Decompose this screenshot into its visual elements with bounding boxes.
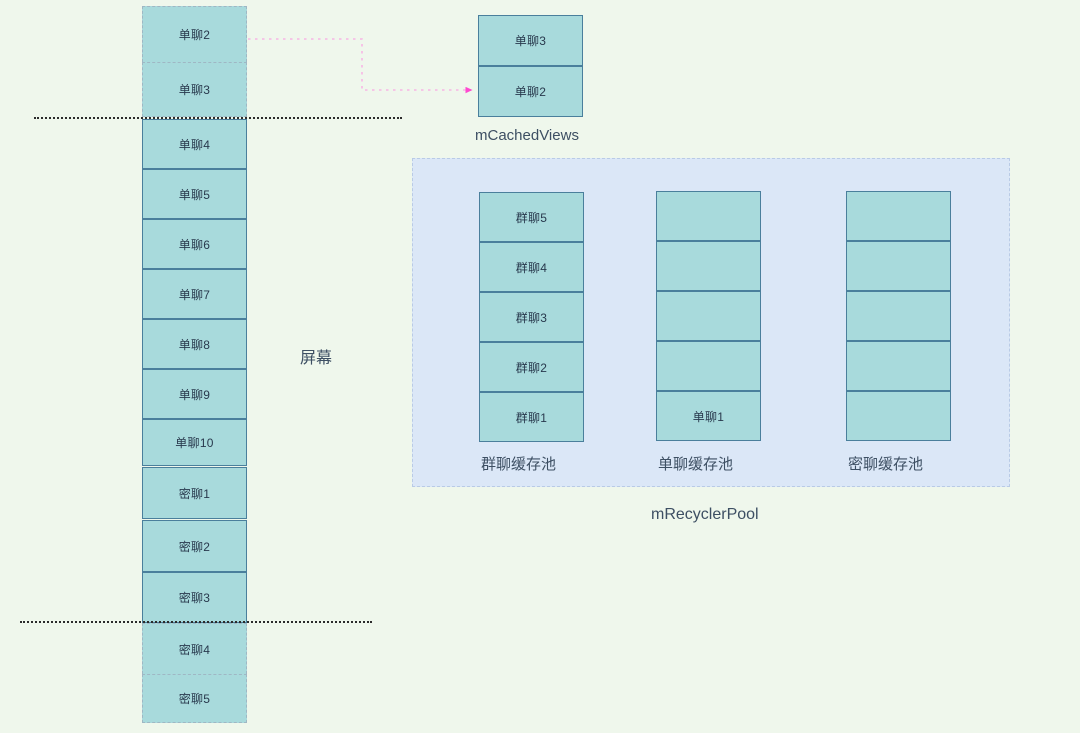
offscreen-bottom-item-0: 密聊4 [142,623,247,674]
pool-item-g-3: 群聊2 [479,342,584,392]
cell-label: 密聊5 [178,692,211,706]
pool-item-g-4: 群聊1 [479,392,584,442]
screen-item-8: 密聊2 [142,520,247,572]
pool-item-m-1 [846,241,951,291]
pool-column-label-group-chat: 群聊缓存池 [481,456,557,473]
screen-item-9: 密聊3 [142,572,247,623]
viewport-top-guide [34,117,402,119]
cell-label: 群聊2 [515,360,548,375]
pool-column-single-chat: 单聊1 [656,191,761,441]
cell-label: 单聊3 [514,34,547,48]
screen-item-0: 单聊4 [142,119,247,169]
pool-item-s-2 [656,291,761,341]
pool-item-s-4: 单聊1 [656,391,761,441]
cell-label: 单聊10 [175,436,214,450]
cell-label: 群聊3 [515,310,548,325]
screen-column: 单聊2 单聊3 单聊4 单聊5 单聊6 单聊7 单聊8 单聊9 单聊10 密聊1 [142,0,247,733]
cell-label: 单聊4 [178,137,211,152]
offscreen-bottom-item-1: 密聊5 [142,674,247,723]
pool-item-m-0 [846,191,951,241]
pool-column-label-secret-chat: 密聊缓存池 [848,456,924,473]
screen-item-6: 单聊10 [142,419,247,466]
cached-views-label: mCachedViews [475,127,579,144]
screen-item-7: 密聊1 [142,467,247,519]
cell-label: 密聊4 [178,642,211,657]
offscreen-top-item-1: 单聊3 [142,62,247,117]
pool-column-label-single-chat: 单聊缓存池 [658,456,734,473]
cached-views-column: 单聊3 单聊2 [478,15,583,117]
pool-column-group-chat: 群聊5 群聊4 群聊3 群聊2 群聊1 [479,192,584,442]
pool-item-g-2: 群聊3 [479,292,584,342]
cell-label: 单聊7 [178,287,211,302]
cell-label: 单聊8 [178,337,211,352]
cell-label: 密聊3 [178,591,211,605]
pool-item-g-1: 群聊4 [479,242,584,292]
cell-label: 单聊5 [178,187,211,202]
pool-item-m-3 [846,341,951,391]
cell-label: 密聊1 [178,486,211,501]
pool-item-m-2 [846,291,951,341]
cell-label: 单聊1 [692,409,725,424]
screen-item-5: 单聊9 [142,369,247,419]
screen-label: 屏幕 [300,350,333,367]
cell-label: 群聊5 [515,210,548,225]
cell-label: 群聊1 [515,410,548,425]
cell-label: 单聊2 [178,28,211,42]
cell-label: 群聊4 [515,260,548,275]
pool-item-m-4 [846,391,951,441]
viewport-bottom-guide [20,621,372,623]
pool-item-s-1 [656,241,761,291]
offscreen-top-item-0: 单聊2 [142,6,247,62]
recycler-pool-label: mRecyclerPool [651,506,759,523]
recycler-pool-container: 群聊5 群聊4 群聊3 群聊2 群聊1 群聊缓存池 [412,158,1010,487]
cell-label: 单聊2 [514,85,547,99]
cached-view-item-1: 单聊2 [478,66,583,117]
pool-item-g-0: 群聊5 [479,192,584,242]
cell-label: 单聊6 [178,237,211,252]
screen-item-2: 单聊6 [142,219,247,269]
screen-item-4: 单聊8 [142,319,247,369]
pool-item-s-0 [656,191,761,241]
cell-label: 单聊9 [178,387,211,402]
screen-item-3: 单聊7 [142,269,247,319]
cell-label: 密聊2 [178,539,211,554]
pool-column-secret-chat [846,191,951,441]
pool-item-s-3 [656,341,761,391]
cell-label: 单聊3 [178,83,211,97]
screen-item-1: 单聊5 [142,169,247,219]
cached-view-item-0: 单聊3 [478,15,583,66]
